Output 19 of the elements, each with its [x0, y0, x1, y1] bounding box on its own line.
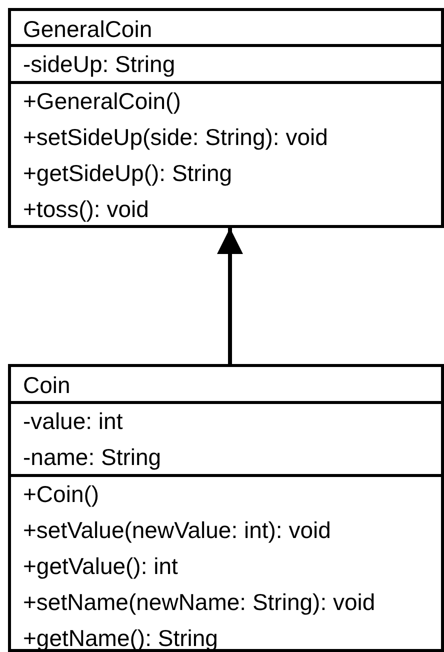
attribute-text: -value: int [23, 407, 123, 436]
inheritance-arrow [217, 228, 243, 364]
method-text: +getName(): String [23, 624, 218, 652]
method-text: +getSideUp(): String [23, 159, 232, 188]
method-text: +getValue(): int [23, 552, 178, 581]
method-text: +Coin() [23, 480, 100, 509]
method-text: +GeneralCoin() [23, 87, 181, 116]
method-text: +setName(newName: String): void [23, 588, 376, 617]
method-compartment [11, 474, 441, 649]
method-text: +setSideUp(side: String): void [23, 123, 328, 152]
attribute-text: -name: String [23, 443, 162, 472]
class-box [8, 8, 444, 228]
class-name: GeneralCoin [23, 15, 152, 44]
method-text: +setValue(newValue: int): void [23, 516, 331, 545]
method-text: +toss(): void [23, 195, 149, 224]
class-name: Coin [23, 371, 70, 400]
attribute-text: -sideUp: String [23, 50, 176, 79]
class-box [8, 364, 444, 652]
method-compartment [11, 81, 441, 225]
